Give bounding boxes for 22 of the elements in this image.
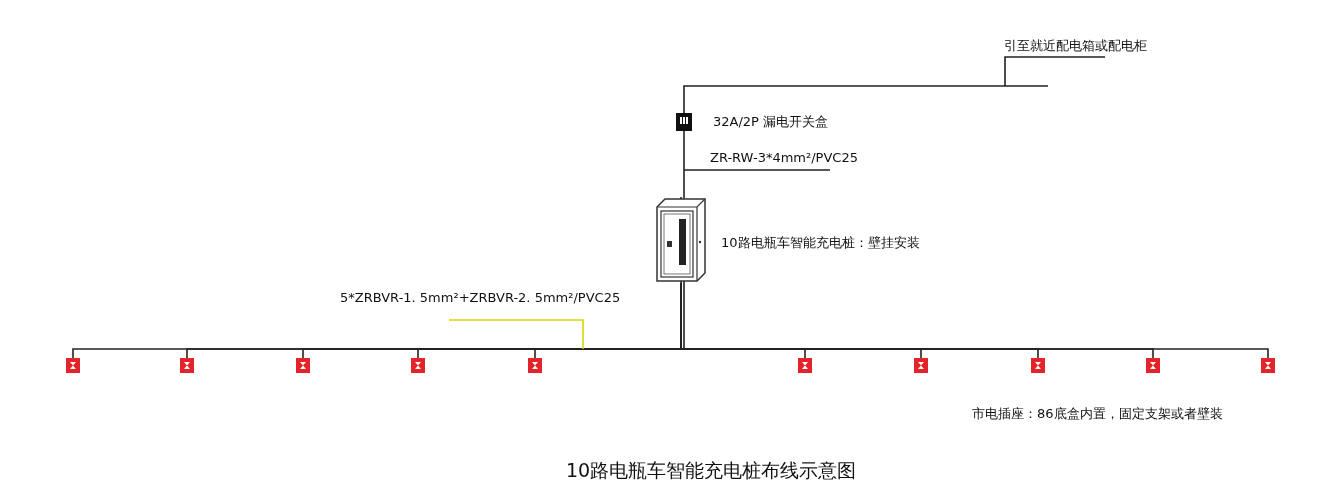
power-socket-icon [798, 358, 812, 373]
leader-line [1004, 56, 1106, 87]
power-socket-icon [296, 358, 310, 373]
annotation-text: 32A/2P 漏电开关盒 [713, 113, 829, 131]
power-socket-icon [411, 358, 425, 373]
cable-spec-text: 5*ZRBVR-1. 5mm²+ZRBVR-2. 5mm²/PVC25 [340, 288, 621, 308]
cable-spec-text: ZR-RW-3*4mm²/PVC25 [710, 148, 858, 168]
diagram-caption: 10路电瓶车智能充电桩布线示意图 [566, 458, 857, 483]
power-socket-icon [66, 358, 80, 373]
cable-spec-text: 引至就近配电箱或配电柜 [1004, 36, 1147, 56]
power-socket-icon [528, 358, 542, 373]
annotation-text: 10路电瓶车智能充电桩：壁挂安装 [721, 234, 920, 252]
note-text: 市电插座：86底盒内置，固定支架或者壁装 [972, 405, 1223, 423]
power-socket-icon [914, 358, 928, 373]
leader-line [448, 319, 584, 350]
power-socket-icon [1031, 358, 1045, 373]
wire-line [683, 85, 1049, 114]
breaker-box-icon [676, 113, 692, 131]
power-socket-icon [180, 358, 194, 373]
leader-line [683, 169, 831, 171]
power-socket-icon [1146, 358, 1160, 373]
power-socket-icon [1261, 358, 1275, 373]
